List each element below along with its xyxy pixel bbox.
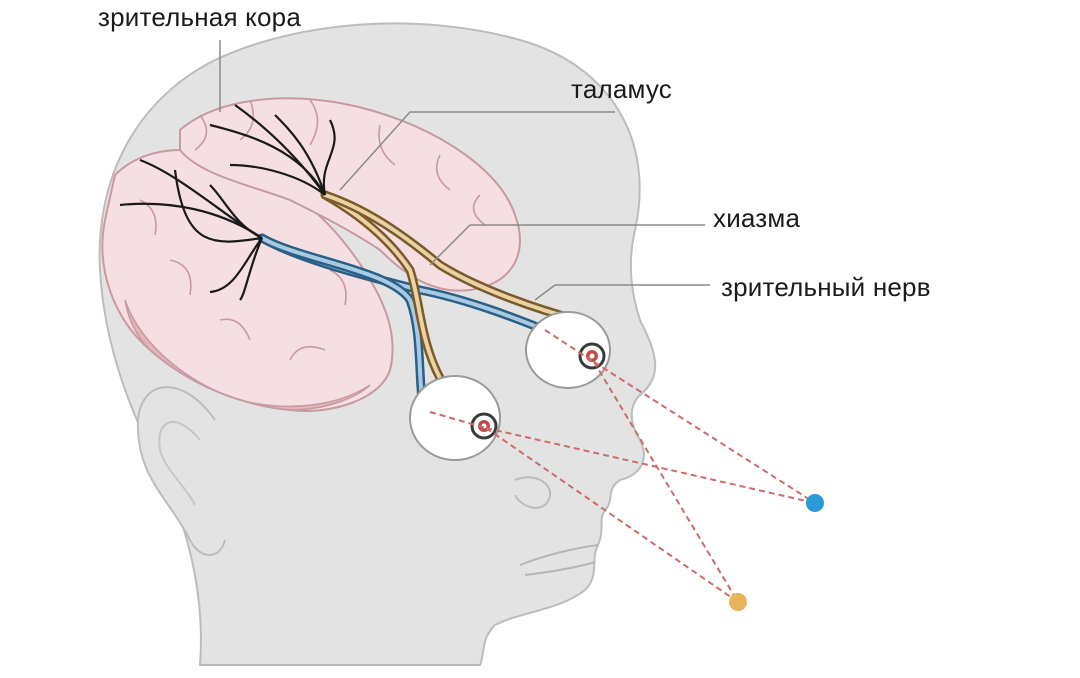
mouth bbox=[519, 544, 599, 576]
ear-inner bbox=[158, 420, 201, 506]
brain-left-underside bbox=[124, 299, 371, 411]
ear bbox=[136, 386, 226, 556]
ray-lines bbox=[429, 329, 816, 603]
label-thalamus: таламус bbox=[571, 74, 672, 104]
label-visual-cortex: зрительная кора bbox=[98, 2, 302, 32]
optic-nerve-tan bbox=[320, 190, 583, 383]
gyri-lines bbox=[139, 99, 486, 361]
label-optic-chiasm: хиазма bbox=[713, 203, 801, 233]
eyeball-icon bbox=[409, 375, 501, 461]
nostril bbox=[514, 476, 552, 509]
eyeball-icon bbox=[525, 311, 611, 389]
leader-lines bbox=[219, 40, 710, 301]
label-optic-nerve: зрительный нерв bbox=[721, 272, 931, 302]
cortex-radiations bbox=[119, 104, 336, 301]
target-point-icon bbox=[729, 593, 747, 611]
target-point-icon bbox=[806, 494, 824, 512]
